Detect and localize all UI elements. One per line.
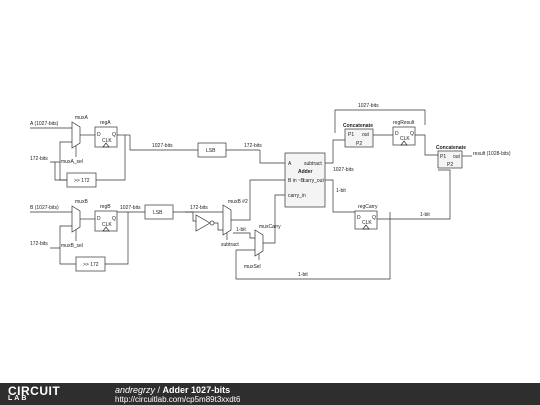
reg-a-label: regA: [100, 120, 111, 126]
reg-result-d: D: [395, 131, 399, 137]
concat2-out: out: [453, 154, 461, 160]
reg-carry-label: regCarry: [358, 204, 378, 210]
one-bit-mux-label: 1-bit: [236, 227, 246, 233]
concat1-out: out: [362, 132, 370, 138]
carry-bit-bottom-label: 1-bit: [298, 272, 308, 278]
circuit-url[interactable]: http://circuitlab.com/cp5m89t3xxdt6: [115, 395, 241, 404]
wire-1027-a: 1027-bits: [152, 143, 173, 149]
author-separator: /: [155, 385, 163, 395]
adder-title: Adder: [298, 169, 313, 175]
mux-b-sel-label: muxB_sel: [61, 243, 83, 249]
adder: Adder A B in ~B subtract carry_out carry…: [284, 152, 326, 208]
reg-a-d: D: [97, 132, 101, 138]
concat2-title: Concatenate: [436, 145, 466, 151]
concat2-p2: P2: [447, 162, 453, 168]
wire-1027-b: 1027-bits: [120, 205, 141, 211]
subtract-label: subtract: [221, 242, 239, 248]
author-name[interactable]: andregrzy: [115, 385, 156, 395]
shift-b-label: >> 172: [83, 262, 99, 268]
adder-carry-label: 1-bit: [336, 188, 346, 194]
reg-a: regA D Q CLK: [94, 120, 118, 148]
reg-b-clk: CLK: [102, 222, 112, 228]
concatenate-2: Concatenate P1 P2 out: [436, 145, 466, 169]
concat1-p1: P1: [348, 132, 354, 138]
mux-b2: muxB #2 subtract: [221, 199, 248, 248]
adder-pin-cout: carry_out: [303, 178, 324, 184]
reg-b-label: regB: [100, 204, 111, 210]
mux-a: muxA muxA_sel: [61, 115, 88, 165]
wire-172-lsb-a: 172-bits: [244, 143, 262, 149]
input-a-label: A (1027-bits): [30, 121, 59, 127]
schematic-canvas: A (1027-bits) 172-bits muxA muxA_sel reg…: [30, 103, 511, 280]
logo-lab-text: LAB: [8, 395, 29, 402]
concat1-title: Concatenate: [343, 123, 373, 129]
reg-a-q: Q: [112, 132, 116, 138]
lsb-a-label: LSB: [206, 148, 216, 154]
mux-b2-label: muxB #2: [228, 199, 248, 205]
concat2-p1: P1: [440, 154, 446, 160]
label-172-b: 172-bits: [30, 241, 48, 247]
mux-carry-label: muxCarry: [259, 224, 281, 230]
mux-b: muxB muxB_sel: [61, 199, 88, 249]
top-bits-label: 1027-bits: [358, 103, 379, 109]
reg-b: regB D Q CLK: [94, 204, 118, 232]
reg-carry-d: D: [357, 215, 361, 221]
adder-pin-a: A: [288, 161, 292, 167]
mux-sel-label: muxSel: [244, 264, 261, 270]
input-b-label: B (1027-bits): [30, 205, 59, 211]
wire-172-lsb-b: 172-bits: [190, 205, 208, 211]
reg-carry-clk: CLK: [362, 220, 372, 226]
reg-b-q: Q: [112, 216, 116, 222]
shift-a-label: >> 172: [74, 178, 90, 184]
adder-pin-sub: subtract: [304, 161, 322, 167]
mux-carry: muxCarry muxSel: [244, 224, 281, 270]
footer-author-line: andregrzy / Adder 1027-bits: [115, 385, 230, 395]
reg-carry: regCarry D Q CLK: [354, 204, 378, 230]
reg-result: regResult D Q CLK: [392, 120, 416, 146]
adder-pin-cin: carry_in: [288, 193, 306, 199]
footer-bar: CIRCUIT LAB andregrzy / Adder 1027-bits …: [0, 383, 540, 405]
mux-b-label: muxB: [75, 199, 88, 205]
concat1-p2: P2: [356, 141, 362, 147]
concatenate-1: Concatenate P1 P2 out: [343, 123, 374, 148]
carry-bit-right-label: 1-bit: [420, 212, 430, 218]
reg-result-label: regResult: [393, 120, 415, 126]
reg-a-clk: CLK: [102, 138, 112, 144]
circuitlab-logo-sub: LAB: [8, 395, 28, 402]
reg-carry-q: Q: [372, 215, 376, 221]
reg-result-clk: CLK: [400, 136, 410, 142]
lsb-b-label: LSB: [153, 210, 163, 216]
circuit-title: Adder 1027-bits: [162, 385, 231, 395]
circuitlab-logo: CIRCUIT: [8, 384, 61, 398]
adder-out-label: 1027-bits: [333, 167, 354, 173]
reg-result-q: Q: [410, 131, 414, 137]
reg-b-d: D: [97, 216, 101, 222]
mux-a-sel-label: muxA_sel: [61, 159, 83, 165]
result-label: result (1028-bits): [473, 151, 511, 157]
adder-pin-b: B in ~B: [288, 178, 305, 184]
inverter: [195, 214, 215, 232]
mux-a-label: muxA: [75, 115, 88, 121]
label-172-a: 172-bits: [30, 156, 48, 162]
